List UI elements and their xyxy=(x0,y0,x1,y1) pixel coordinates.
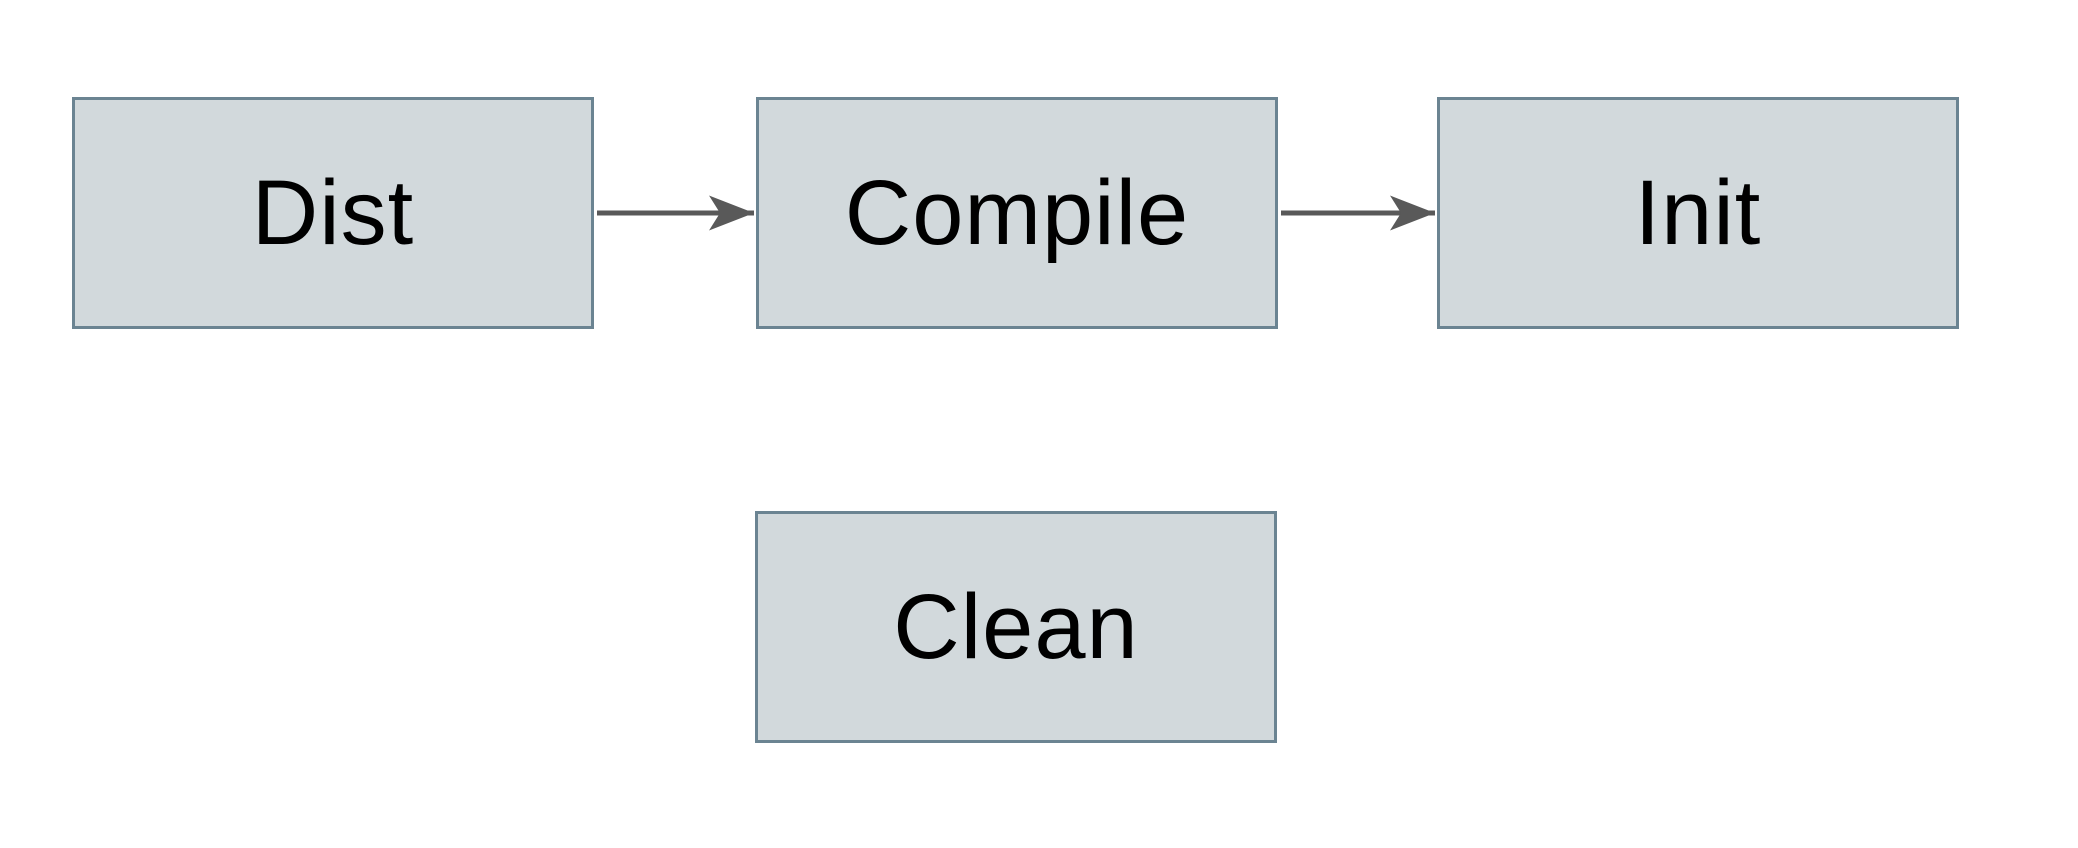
node-init: Init xyxy=(1437,97,1959,329)
node-clean: Clean xyxy=(755,511,1277,743)
node-compile: Compile xyxy=(756,97,1278,329)
node-dist: Dist xyxy=(72,97,594,329)
node-clean-label: Clean xyxy=(893,576,1139,678)
node-dist-label: Dist xyxy=(251,162,415,264)
node-init-label: Init xyxy=(1634,162,1762,264)
node-compile-label: Compile xyxy=(844,162,1190,264)
